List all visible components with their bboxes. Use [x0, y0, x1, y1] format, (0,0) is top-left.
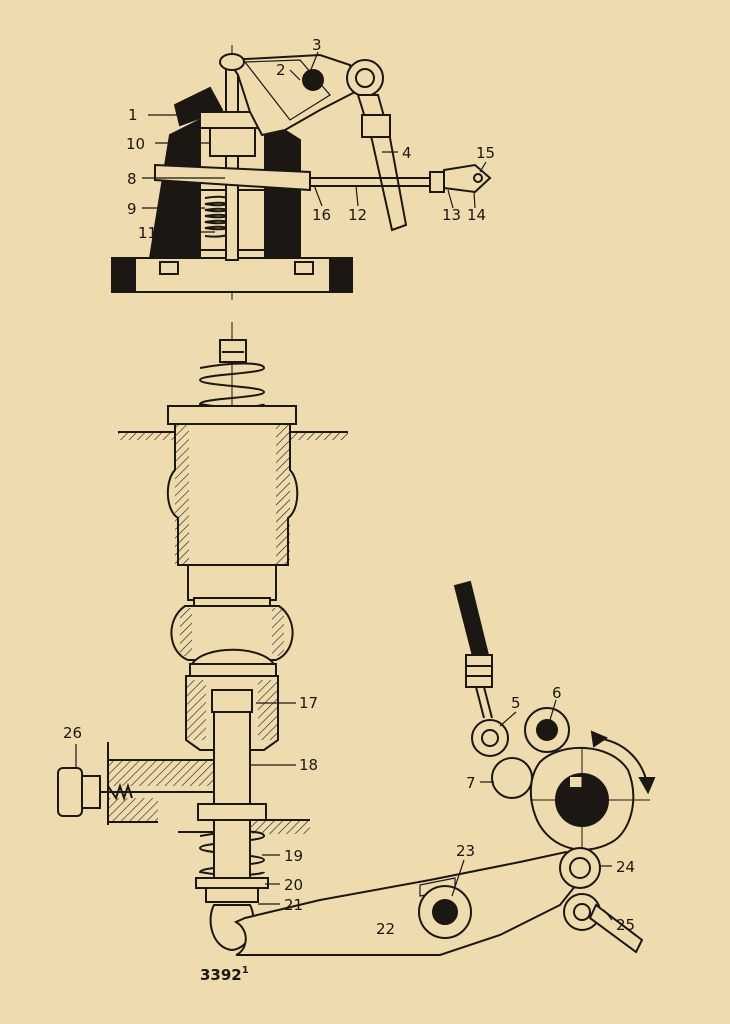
label-11: 11 — [138, 224, 157, 242]
label-24: 24 — [616, 858, 635, 876]
label-21: 21 — [284, 896, 303, 914]
label-18: 18 — [299, 756, 318, 774]
label-7: 7 — [466, 774, 476, 792]
label-20: 20 — [284, 876, 303, 894]
lever-mechanism — [233, 580, 656, 956]
label-22: 22 — [376, 920, 395, 938]
leader-lines — [75, 51, 613, 921]
label-17: 17 — [299, 694, 318, 712]
label-12: 12 — [348, 206, 367, 224]
label-25: 25 — [616, 916, 635, 934]
label-14: 14 — [467, 206, 486, 224]
label-3: 3 — [312, 36, 322, 54]
label-6: 6 — [552, 684, 562, 702]
label-10: 10 — [126, 135, 145, 153]
label-8: 8 — [127, 170, 137, 188]
callout-labels: 1 2 3 4 10 8 9 11 16 12 13 14 15 17 18 2… — [63, 36, 635, 984]
cap-piece-1 — [173, 86, 224, 127]
label-13: 13 — [442, 206, 461, 224]
middle-cylinder-assembly — [57, 322, 348, 952]
label-16: 16 — [312, 206, 331, 224]
label-2: 2 — [276, 61, 286, 79]
label-23: 23 — [456, 842, 475, 860]
label-9: 9 — [127, 200, 137, 218]
label-1: 1 — [128, 106, 138, 124]
label-19: 19 — [284, 847, 303, 865]
top-valve-assembly — [111, 45, 492, 300]
label-26: 26 — [63, 724, 82, 742]
label-15: 15 — [476, 144, 495, 162]
label-5: 5 — [511, 694, 521, 712]
figure-number: 33921 — [200, 965, 249, 984]
label-4: 4 — [402, 144, 412, 162]
